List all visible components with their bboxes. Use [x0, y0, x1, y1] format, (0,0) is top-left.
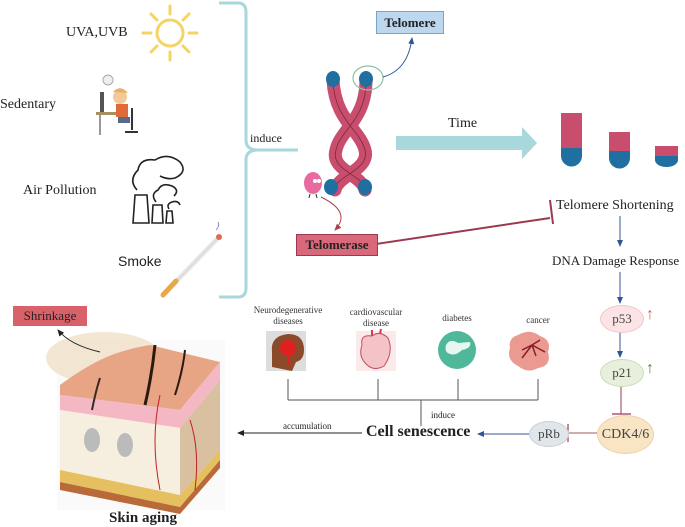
cell-senescence-label: Cell senescence [366, 423, 471, 440]
telomere-shortening-label: Telomere Shortening [556, 198, 674, 213]
brace [219, 1, 298, 299]
p21-up-arrow-icon: ↑ [646, 360, 654, 377]
prb-node: pRb [529, 421, 569, 447]
sun-icon [141, 4, 199, 62]
sedentary-person-icon [96, 74, 138, 135]
telomere-box: Telomere [376, 11, 444, 34]
senescence-induce-label: induce [431, 410, 455, 420]
induce-brace-label: induce [250, 131, 282, 145]
p53-node: p53 [600, 305, 644, 333]
air-pollution-label: Air Pollution [23, 183, 97, 198]
time-arrow [396, 127, 537, 159]
cdk46-node: CDK4/6 [597, 415, 654, 454]
p21-label: p21 [612, 365, 632, 380]
telomerase-box: Telomerase [296, 234, 378, 256]
time-label: Time [448, 116, 478, 131]
telomere-pointer-arrow [382, 37, 415, 78]
dna-damage-response-label: DNA Damage Response [552, 253, 680, 268]
shortening-telomeres-icon [561, 113, 678, 169]
p53-label: p53 [612, 311, 632, 326]
accumulation-label: accumulation [283, 421, 332, 431]
disease-label-neurodegenerative: Neurodegenerative diseases [253, 305, 323, 326]
disease-bracket [287, 379, 539, 426]
disease-label-cardiovascular: cardiovascular disease [349, 307, 403, 328]
pancreas-icon [438, 331, 476, 369]
telomerase-inhibit-line [375, 217, 551, 245]
cdk46-label: CDK4/6 [601, 426, 650, 442]
telomerase-pointer-arrow [320, 196, 342, 231]
smoke-label: Smoke [118, 253, 162, 269]
factory-pollution-icon [131, 155, 184, 224]
disease-label-diabetes: diabetes [442, 313, 472, 323]
shrinkage-pointer-arrow [57, 329, 101, 353]
shrinkage-box: Shrinkage [13, 306, 87, 326]
tumor-icon [509, 331, 549, 371]
brain-icon [266, 331, 306, 371]
skin-aging-illustration [46, 332, 225, 514]
sedentary-label: Sedentary [0, 97, 56, 112]
uva-uvb-label: UVA,UVB [66, 25, 128, 40]
chromosome-icon [324, 65, 384, 197]
skin-aging-label: Skin aging [109, 510, 177, 526]
telomerase-mascot-icon [304, 172, 322, 199]
prb-label: pRb [538, 426, 560, 441]
cigarette-icon [160, 221, 222, 298]
p21-node: p21 [600, 359, 644, 387]
heart-icon [356, 328, 396, 371]
p53-up-arrow-icon: ↑ [646, 306, 654, 323]
disease-label-cancer: cancer [526, 315, 550, 325]
